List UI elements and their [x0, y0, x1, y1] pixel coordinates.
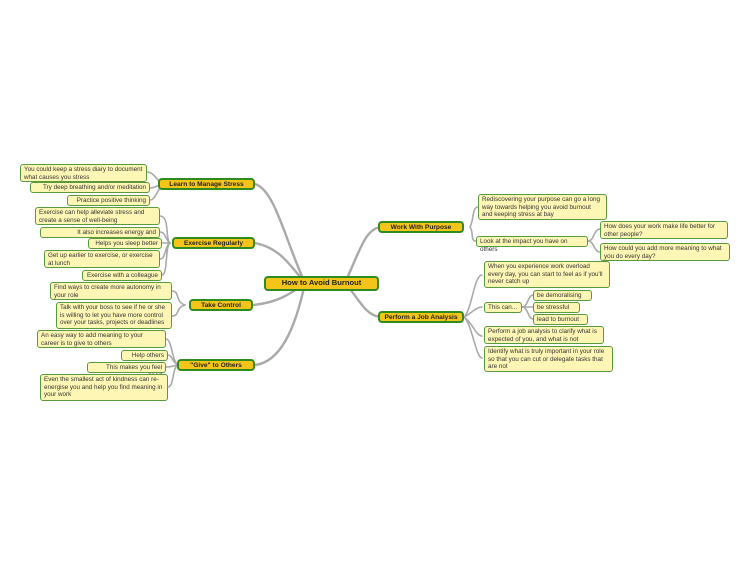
stress-item-diary[interactable]: You could keep a stress diary to documen… — [20, 164, 147, 182]
exercise-item-colleague[interactable]: Exercise with a colleague — [82, 270, 162, 281]
branch-take-control[interactable]: Take Control — [189, 299, 253, 311]
impact-item-add-more-meaning[interactable]: How could you add more meaning to what y… — [600, 243, 730, 261]
branch-work-with-purpose[interactable]: Work With Purpose — [378, 221, 464, 233]
exercise-item-get-up-earlier[interactable]: Get up earlier to exercise, or exercise … — [44, 250, 160, 268]
control-item-talk-with-boss[interactable]: Talk with your boss to see if he or she … — [56, 302, 172, 329]
job-item-this-can[interactable]: This can... — [484, 302, 522, 313]
exercise-item-alleviate-stress[interactable]: Exercise can help alleviate stress and c… — [35, 207, 160, 225]
job-item-clarify[interactable]: Perform a job analysis to clarify what i… — [484, 326, 604, 344]
purpose-item-rediscovering[interactable]: Rediscovering your purpose can go a long… — [478, 194, 607, 220]
give-item-help-others[interactable]: Help others — [121, 350, 168, 361]
stress-item-positive-thinking[interactable]: Practice positive thinking — [67, 195, 150, 206]
give-item-feel-good[interactable]: This makes you feel good — [87, 362, 166, 379]
exercise-item-sleep[interactable]: Helps you sleep better — [88, 238, 162, 249]
impact-item-make-life-better[interactable]: How does your work make life better for … — [600, 221, 728, 239]
exercise-item-energy[interactable]: It also increases energy and productivit… — [40, 227, 160, 244]
stress-item-breathing[interactable]: Try deep breathing and/or meditation — [30, 182, 150, 193]
purpose-item-impact[interactable]: Look at the impact you have on others — [476, 236, 588, 253]
job-item-identify[interactable]: Identify what is truly important in your… — [484, 346, 613, 372]
branch-learn-to-manage-stress[interactable]: Learn to Manage Stress — [158, 178, 255, 190]
give-item-smallest-act[interactable]: Even the smallest act of kindness can re… — [40, 374, 168, 401]
give-item-easy-way[interactable]: An easy way to add meaning to your caree… — [37, 330, 166, 348]
branch-give-to-others[interactable]: "Give" to Others — [177, 359, 255, 371]
job-item-work-overload[interactable]: When you experience work overload every … — [484, 261, 610, 288]
branch-exercise-regularly[interactable]: Exercise Regularly — [172, 237, 255, 249]
branch-perform-a-job-analysis[interactable]: Perform a Job Analysis — [378, 311, 464, 323]
thiscan-item-burnout[interactable]: lead to burnout — [533, 314, 588, 325]
thiscan-item-stressful[interactable]: be stressful — [533, 302, 580, 313]
control-item-autonomy[interactable]: Find ways to create more autonomy in you… — [50, 282, 172, 300]
central-topic[interactable]: How to Avoid Burnout — [264, 276, 379, 291]
thiscan-item-demoralising[interactable]: be demoralising — [533, 290, 592, 301]
